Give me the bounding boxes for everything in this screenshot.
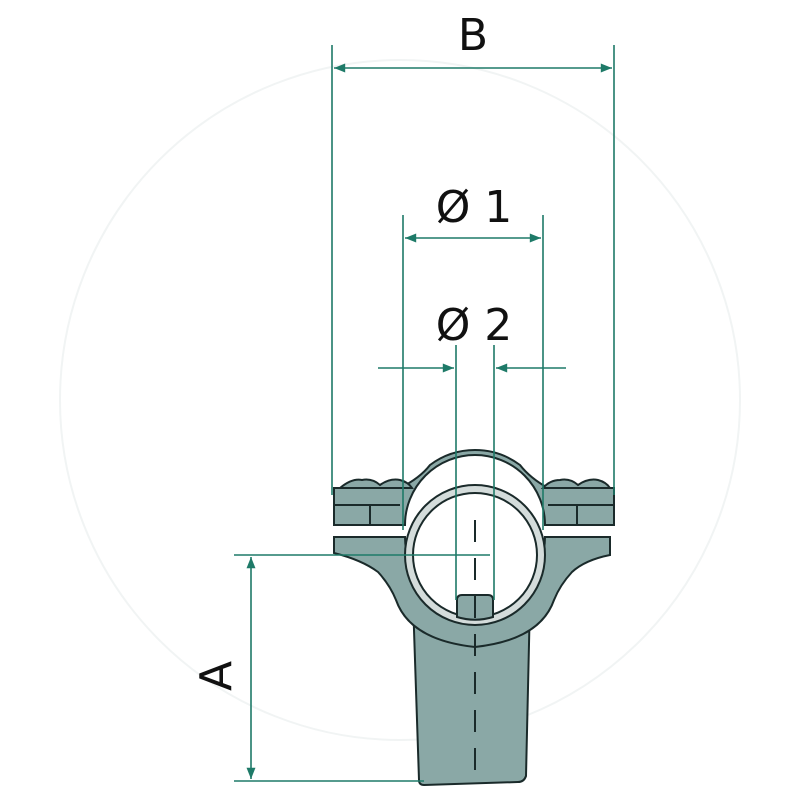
- label-A: A: [191, 661, 242, 691]
- label-diameter-2: Ø 2: [436, 300, 513, 351]
- stem: [411, 599, 532, 787]
- bolt-head-right: [540, 478, 612, 489]
- label-B: B: [458, 10, 488, 61]
- bolt-head-left: [337, 478, 414, 489]
- label-diameter-1: Ø 1: [436, 182, 513, 233]
- watermark-circle: [59, 59, 741, 741]
- clamp-part: [333, 448, 615, 787]
- dimension-lines: [234, 45, 615, 782]
